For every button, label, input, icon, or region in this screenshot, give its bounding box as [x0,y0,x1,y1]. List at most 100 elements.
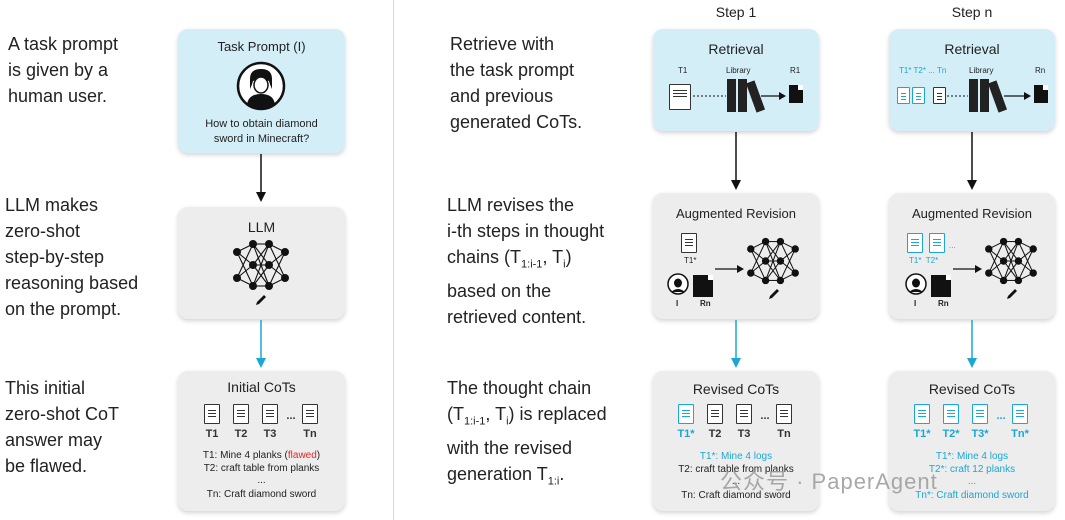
doc-icon [262,404,278,424]
step1-revised-cots-box: Revised CoTs T1* T2 T3 ... Tn T1*: Mine … [653,371,819,511]
doc-icon [233,404,249,424]
stepn-revision-box: Augmented Revision ... T1* T2* I Rn [889,193,1055,319]
arrow-llm-to-initial [256,320,266,368]
book-icon [738,79,747,112]
revision-title: Augmented Revision [676,206,796,221]
neural-network-icon [985,237,1037,285]
i-label: I [914,299,917,308]
arrow-right [761,92,786,100]
doc-icon [914,404,930,424]
cot-label: ... [760,410,770,422]
revised-ellipsis: ... [967,476,977,487]
pencil-icon [1007,289,1017,299]
pencil-icon [256,295,266,305]
revised-line-1: T1*: Mine 4 logs [935,451,1009,462]
revised-ellipsis: ... [731,476,741,487]
book-icon [727,79,736,112]
mid-desc-revise: LLM revises the i-th steps in thought ch… [447,195,605,327]
rn-label: Rn [938,299,949,308]
arrow-retrieval-to-revision-n [967,132,977,190]
retrieved-doc-icon [1034,85,1048,103]
retrieval-title: Retrieval [708,41,764,57]
initial-ellipsis: ... [257,475,266,486]
doc-icon [897,87,910,104]
revised-line-3: Tn: Craft diamond sword [681,490,791,501]
initial-line-2: T2: craft table from planks [203,463,320,474]
retrieved-doc-icon [931,275,951,297]
t-labels: T1* T2* ... Tn [899,66,947,75]
user-avatar-icon [905,273,927,295]
cot-label: Tn [777,428,791,440]
cot-label: T3 [263,428,277,440]
dashed-arrow [693,95,726,97]
doc-icon [943,404,959,424]
arrow-task-to-llm [256,154,266,202]
revised-line-2: T2*: craft 12 planks [928,464,1016,475]
user-avatar-icon [236,61,286,111]
book-icon [980,79,989,112]
left-desc-initial: This initial zero-shot CoT answer may be… [5,378,120,476]
arrow-right [715,265,744,273]
task-prompt-title: Task Prompt (I) [217,39,306,54]
arrow-revision-to-revised-1 [731,320,741,368]
step1-revision-box: Augmented Revision T1* I Rn [653,193,819,319]
doc-icon [204,404,220,424]
arrow-retrieval-to-revision-1 [731,132,741,190]
neural-network-icon [747,237,799,285]
doc-icon [669,84,691,110]
cot-label: T3 [737,428,751,440]
rev-doc-label: T1* [684,256,697,265]
revised-line-2: T2: craft table from planks [678,464,794,475]
initial-cots-title: Initial CoTs [227,379,296,395]
doc-icon [1012,404,1028,424]
library-label: Library [726,66,751,75]
book-icon [969,79,978,112]
doc-icon [972,404,988,424]
task-question: How to obtain diamond sword in Minecraft… [205,118,318,145]
doc-icon [681,233,697,253]
flawed-flag: flawed [287,450,317,461]
doc-icon [776,404,792,424]
left-desc-llm: LLM makes zero-shot step-by-step reasoni… [5,195,139,319]
initial-cots-box: Initial CoTs T1 T2 T3 ... Tn T1: Mine 4 … [178,371,345,511]
user-avatar-icon [667,273,689,295]
mid-desc-replace: The thought chain (T1:i-1, Ti) is replac… [447,378,607,488]
dashed-arrow [947,95,968,97]
doc-icon [929,233,945,253]
cot-label: ... [996,410,1006,422]
revised-cots-title: Revised CoTs [692,381,780,397]
arrow-right [953,265,982,273]
r-label: Rn [1035,66,1046,75]
doc-icon [302,404,318,424]
neural-network-icon [233,240,289,290]
doc-icon [912,87,925,104]
llm-title: LLM [247,219,276,235]
revision-title: Augmented Revision [912,206,1032,221]
revised-cots-title: Revised CoTs [928,381,1016,397]
doc-icon [933,87,946,104]
llm-box: LLM [178,207,345,319]
rev-doc-labels: T1* T2* [909,256,939,265]
t-label: T1 [678,66,688,75]
initial-line-3: Tn: Craft diamond sword [206,489,317,500]
doc-icon [707,404,723,424]
mid-desc-retrieve: Retrieve with the task prompt and previo… [450,34,583,132]
cot-label: ... [286,410,296,422]
doc-icon [736,404,752,424]
retrieved-doc-icon [789,85,803,103]
revised-line-1: T1*: Mine 4 logs [699,451,773,462]
cot-label: T1* [913,428,931,440]
retrieval-title: Retrieval [944,41,1000,57]
cot-label: T2* [942,428,960,440]
stepn-retrieval-box: Retrieval T1* T2* ... Tn Library Rn [889,29,1055,131]
arrow-right [1004,92,1031,100]
cot-label: T2 [234,428,248,440]
library-label: Library [969,66,994,75]
task-prompt-box: Task Prompt (I) How to obtain diamond sw… [178,29,345,153]
retrieved-doc-icon [693,275,713,297]
i-label: I [676,299,679,308]
doc-icon [907,233,923,253]
initial-line-1: T1: Mine 4 planks (flawed) [202,450,321,461]
cot-label: T1 [205,428,219,440]
r-label: R1 [790,66,801,75]
